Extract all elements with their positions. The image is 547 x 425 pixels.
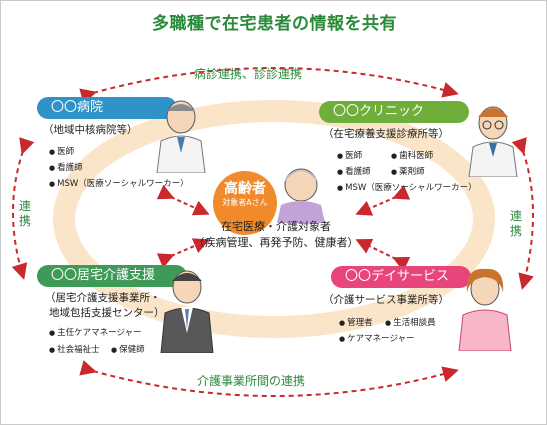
top-connection-label: 病診連携、診診連携 bbox=[194, 67, 303, 81]
clinic-staff-3: 看護師 bbox=[337, 167, 371, 178]
arrow-inner-tl bbox=[156, 184, 210, 216]
doctor-hospital-illustration bbox=[156, 100, 206, 173]
hospital-staff-1: 医師 bbox=[49, 147, 74, 158]
clinic-staff-4: 薬剤師 bbox=[391, 167, 425, 178]
doctor-clinic-illustration bbox=[468, 106, 518, 177]
care-support-staff-3: 保健師 bbox=[111, 345, 145, 356]
hospital-label: 〇〇病院 bbox=[37, 97, 177, 119]
center-line-2: （疾病管理、再発予防、健康者） bbox=[193, 236, 359, 249]
care-worker-illustration bbox=[458, 268, 512, 351]
clinic-type: （在宅療養支援診療所等） bbox=[323, 128, 449, 140]
clinic-label: 〇〇クリニック bbox=[319, 101, 469, 123]
elder-circle bbox=[213, 171, 277, 235]
day-service-label: 〇〇デイサービス bbox=[331, 266, 471, 288]
elder-label: 高齢者 bbox=[224, 181, 266, 197]
care-manager-illustration bbox=[160, 270, 214, 353]
clinic-staff-2: 歯科医師 bbox=[391, 151, 433, 162]
care-support-type-2: 地域包括支援センター） bbox=[49, 307, 165, 319]
arrow-left bbox=[11, 137, 35, 280]
arrow-right bbox=[511, 137, 534, 290]
care-support-staff-1: 主任ケアマネージャー bbox=[49, 328, 141, 339]
diagram-title: 多職種で在宅患者の情報を共有 bbox=[152, 14, 397, 34]
care-support-type-1: （居宅介護支援事業所・ bbox=[45, 292, 161, 304]
arrow-top bbox=[79, 67, 459, 104]
left-connection-label: 連携 bbox=[18, 199, 31, 228]
clinic-staff-1: 医師 bbox=[337, 151, 362, 162]
right-connection-label: 連携 bbox=[509, 209, 522, 238]
center-ring bbox=[53, 100, 495, 338]
day-service-staff-3: ケアマネージャー bbox=[339, 334, 414, 345]
care-support-staff-2: 社会福祉士 bbox=[49, 345, 100, 356]
arrow-bottom bbox=[79, 360, 459, 397]
elder-sub-label: 対象者Aさん bbox=[222, 198, 268, 207]
hospital-type: （地域中核病院等） bbox=[43, 124, 138, 136]
arrow-inner-tr bbox=[355, 184, 411, 216]
hospital-staff-3: MSW（医療ソーシャルワーカー） bbox=[49, 179, 188, 190]
arrow-inner-bl bbox=[156, 238, 210, 269]
center-line-1: 在宅医療・介護対象者 bbox=[221, 220, 331, 233]
clinic-staff-5: MSW（医療ソーシャルワーカー） bbox=[337, 183, 476, 194]
elder-illustration bbox=[277, 168, 325, 223]
day-service-staff-2: 生活相談員 bbox=[385, 318, 436, 329]
care-support-label: 〇〇居宅介護支援 bbox=[37, 265, 187, 287]
day-service-type: （介護サービス事業所等） bbox=[323, 294, 449, 306]
day-service-staff-1: 管理者 bbox=[339, 318, 373, 329]
hospital-staff-2: 看護師 bbox=[49, 163, 83, 174]
bottom-connection-label: 介護事業所間の連携 bbox=[197, 374, 306, 388]
